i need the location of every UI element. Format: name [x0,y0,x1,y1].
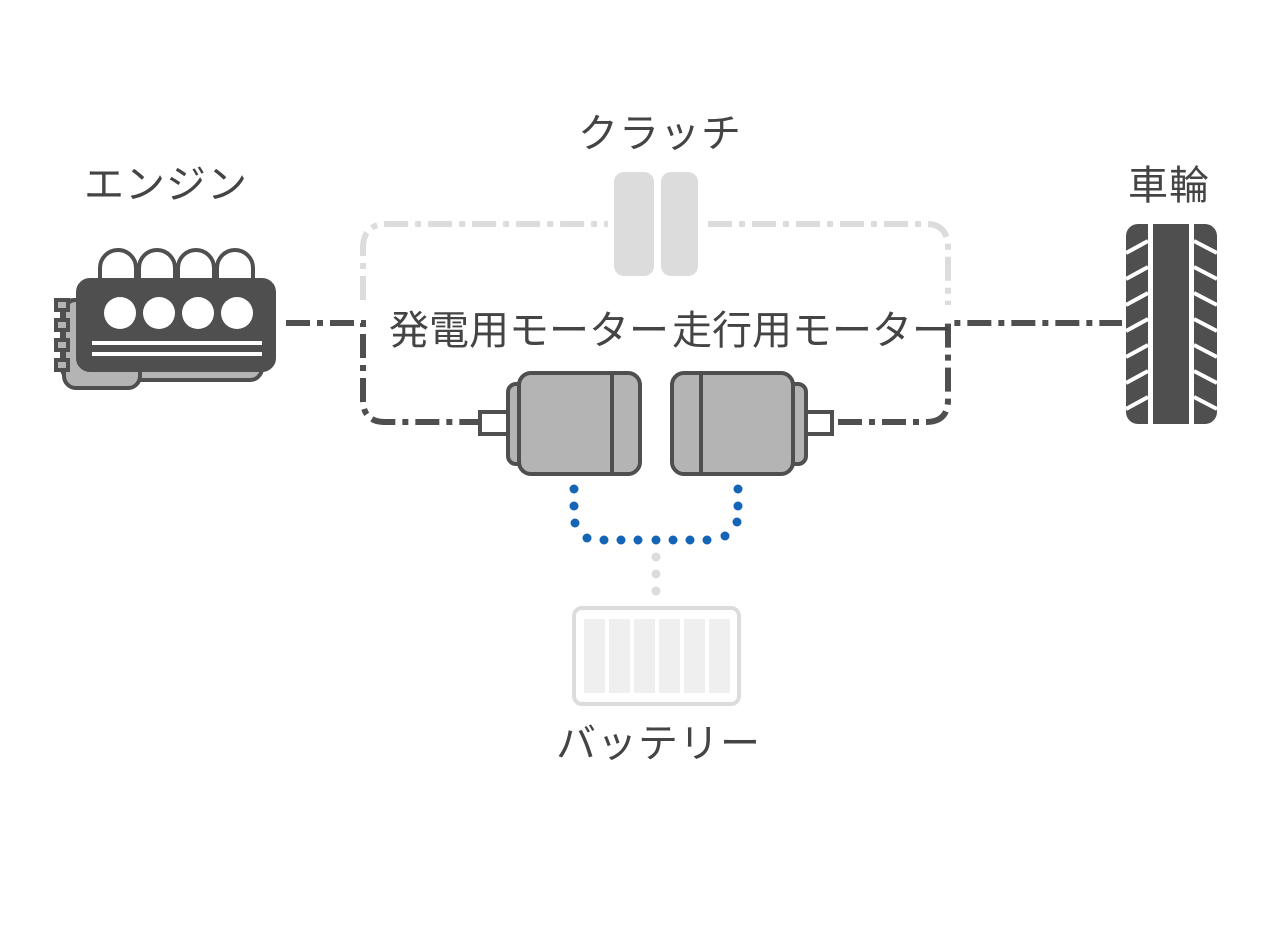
engine-shaft-line [286,320,478,425]
battery-label: バッテリー [556,721,761,767]
clutch-label: クラッチ [578,111,742,157]
clutch-power-path [360,221,951,305]
battery-icon [572,606,741,706]
wheel-label: 車輪 [1128,163,1210,209]
drive-motor-icon [670,371,834,476]
drive-motor-label: 走行用モーター [672,308,952,354]
wheel-icon [1125,224,1218,424]
generator-motor-label: 発電用モーター [389,308,669,354]
clutch-icon [614,172,698,276]
electric-connection [569,484,743,545]
battery-connection [651,552,661,596]
generator-motor-icon [478,371,642,476]
engine-icon [54,248,276,390]
engine-label: エンジン [84,162,248,208]
drive-shaft-line [838,320,1122,425]
